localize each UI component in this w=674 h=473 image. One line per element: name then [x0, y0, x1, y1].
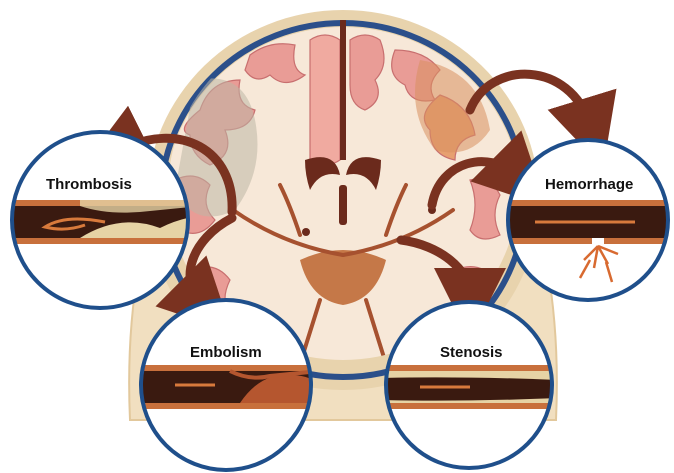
- label-hemorrhage: Hemorrhage: [545, 176, 633, 193]
- label-embolism: Embolism: [190, 344, 262, 361]
- label-thrombosis: Thrombosis: [46, 176, 132, 193]
- label-stenosis: Stenosis: [440, 344, 503, 361]
- hemorrhage-inset: [505, 140, 674, 300]
